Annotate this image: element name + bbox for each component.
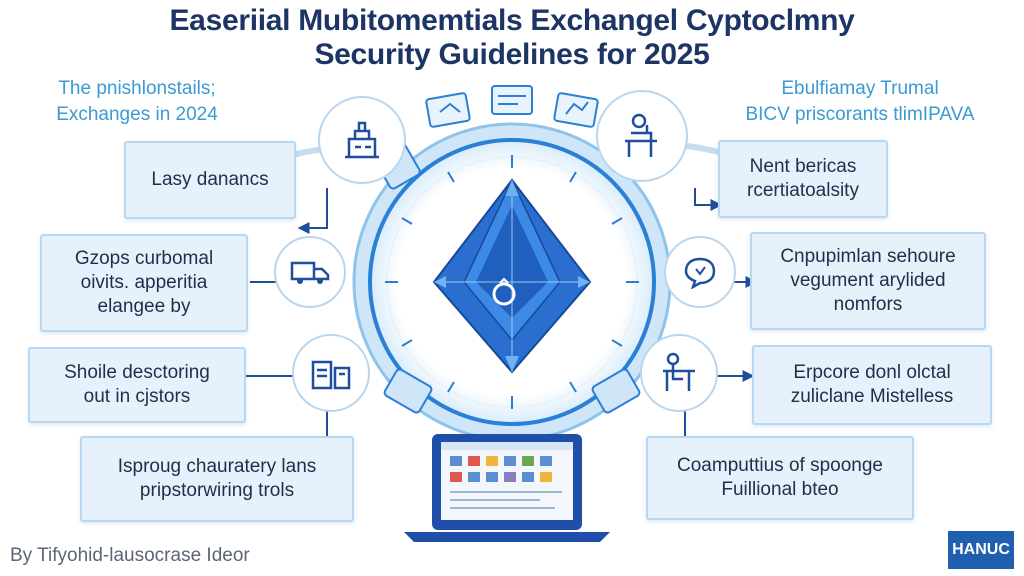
right-heading: Ebulfiamay Trumal BICV priscorants tlimI… xyxy=(710,76,1010,128)
person-desk-icon-low xyxy=(640,334,718,412)
right-heading-line-2: BICV priscorants tlimIPAVA xyxy=(745,104,975,125)
card-right-2-line-1: Cnpupimlan sehoure xyxy=(780,246,956,267)
title-line-1: Easeriial Mubitomemtials Exchangel Cypto… xyxy=(169,4,855,37)
card-right-2-line-3: nomfors xyxy=(833,294,903,315)
card-right-2-line-2: vegument arylided xyxy=(790,270,946,291)
card-left-1: Lasy danancs xyxy=(124,141,296,219)
person-desk-icon xyxy=(596,90,688,182)
card-left-3: Shoile desctoring out in cjstors xyxy=(28,347,246,423)
card-left-4: Isproug chauratery lans pripstorwiring t… xyxy=(80,436,354,522)
card-right-4-line-1: Coamputtius of spoonge xyxy=(677,455,883,476)
laptop-icon xyxy=(404,434,610,542)
card-right-3: Erpcore donl olctal zuliclane Mistelless xyxy=(752,345,992,425)
page-title: Easeriial Mubitomemtials Exchangel Cypto… xyxy=(0,4,1024,72)
left-heading-line-2: Exchanges in 2024 xyxy=(56,104,218,125)
chat-icon xyxy=(664,236,736,308)
diamond-shield-icon xyxy=(432,178,592,374)
card-left-4-line-1: Isproug chauratery lans xyxy=(117,456,317,477)
card-left-3-line-2: out in cjstors xyxy=(83,386,191,407)
right-heading-line-1: Ebulfiamay Trumal xyxy=(781,78,939,99)
building-icon xyxy=(318,96,406,184)
card-right-1: Nent bericas rcertiatoalsity xyxy=(718,140,888,218)
card-right-1-line-1: Nent bericas xyxy=(749,156,857,177)
top-tiles xyxy=(425,85,599,128)
card-left-2-line-1: Gzops curbomal xyxy=(74,248,214,269)
card-right-3-line-2: zuliclane Mistelless xyxy=(790,386,954,407)
title-line-2: Security Guidelines for 2025 xyxy=(314,38,710,71)
card-left-2-line-2: oivits. apperitia xyxy=(80,272,208,293)
card-left-2: Gzops curbomal oivits. apperitia elangee… xyxy=(40,234,248,332)
server-icon xyxy=(292,334,370,412)
left-heading: The pnishlonstails; Exchanges in 2024 xyxy=(22,76,252,128)
left-heading-line-1: The pnishlonstails; xyxy=(58,78,216,99)
footer-credit: By Tifyohid-lausocrase Ideor xyxy=(10,545,250,566)
card-right-2: Cnpupimlan sehoure vegument arylided nom… xyxy=(750,232,986,330)
card-left-2-line-3: elangee by xyxy=(97,296,191,317)
card-left-4-line-2: pripstorwiring trols xyxy=(139,480,295,501)
card-right-4: Coamputtius of spoonge Fuillional bteo xyxy=(646,436,914,520)
card-right-3-line-1: Erpcore donl olctal xyxy=(793,362,951,383)
card-left-3-line-1: Shoile desctoring xyxy=(64,362,210,383)
card-right-1-line-2: rcertiatoalsity xyxy=(747,180,859,201)
card-right-4-line-2: Fuillional bteo xyxy=(721,479,839,500)
brand-logo: HANUC xyxy=(948,531,1014,569)
truck-icon xyxy=(274,236,346,308)
card-left-1-line-1: Lasy danancs xyxy=(151,169,269,190)
